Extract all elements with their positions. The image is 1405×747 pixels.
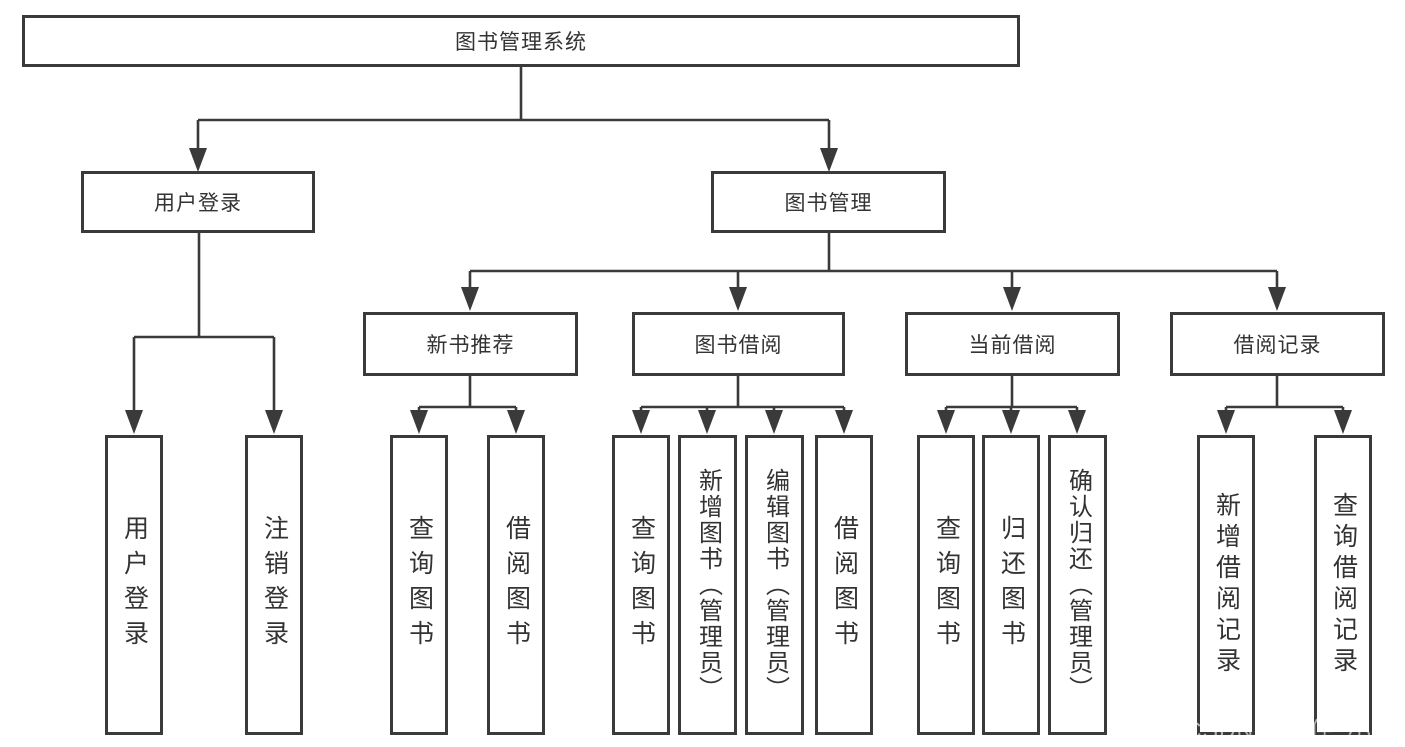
arrow-down-icon <box>1002 410 1020 434</box>
node-label: 图书管理 <box>784 192 873 215</box>
node-label: 借阅图书 <box>502 515 531 655</box>
arrow-down-icon <box>729 287 747 311</box>
arrow-down-icon <box>1268 287 1286 311</box>
leaf-add-books-admin: 新增图书（管理员） <box>678 435 737 735</box>
leaf-query-books-3: 查询图书 <box>917 435 975 735</box>
node-label: 查询图书 <box>932 515 961 655</box>
node-label: 查询图书 <box>627 515 656 655</box>
node-label: 注销登录 <box>260 515 289 655</box>
leaf-query-borrow-record: 查询借阅记录 <box>1314 435 1372 735</box>
node-label: 新书推荐 <box>426 334 515 357</box>
leaf-edit-books-admin: 编辑图书（管理员） <box>745 435 804 735</box>
node-label: 当前借阅 <box>968 334 1057 357</box>
csdn-watermark: CSDN @软件_小贺同学 <box>1185 717 1405 743</box>
node-user-login: 用户登录 <box>81 171 315 233</box>
arrow-down-icon <box>507 410 525 434</box>
arrowheads <box>125 148 1352 434</box>
arrow-down-icon <box>937 410 955 434</box>
arrow-down-icon <box>461 287 479 311</box>
node-label: 查询图书 <box>405 515 434 655</box>
arrow-down-icon <box>1217 410 1235 434</box>
node-new-book-recommend: 新书推荐 <box>363 312 578 376</box>
node-label: 查询借阅记录 <box>1329 492 1358 678</box>
arrow-down-icon <box>1003 287 1021 311</box>
node-label: 图书管理系统 <box>455 31 587 54</box>
leaf-query-books-1: 查询图书 <box>390 435 448 735</box>
node-label: 新增借阅记录 <box>1212 492 1241 678</box>
node-label: 图书借阅 <box>694 334 783 357</box>
arrow-down-icon <box>125 410 143 434</box>
leaf-borrow-books-1: 借阅图书 <box>487 435 545 735</box>
node-label: 用户登录 <box>154 192 242 215</box>
node-current-borrow: 当前借阅 <box>905 312 1120 376</box>
arrow-down-icon <box>265 410 283 434</box>
arrow-down-icon <box>189 148 207 172</box>
leaf-return-books: 归还图书 <box>982 435 1040 735</box>
node-label: 编辑图书（管理员） <box>761 468 789 702</box>
arrow-down-icon <box>835 410 853 434</box>
leaf-confirm-return-admin: 确认归还（管理员） <box>1048 435 1107 735</box>
node-label: 归还图书 <box>997 515 1026 655</box>
arrow-down-icon <box>410 410 428 434</box>
leaf-query-books-2: 查询图书 <box>612 435 670 735</box>
node-label: 借阅图书 <box>830 515 859 655</box>
node-borrow-records: 借阅记录 <box>1170 312 1385 376</box>
leaf-add-borrow-record: 新增借阅记录 <box>1197 435 1255 735</box>
node-root: 图书管理系统 <box>22 15 1020 67</box>
arrow-down-icon <box>1068 410 1086 434</box>
arrow-down-icon <box>698 410 716 434</box>
node-label: 新增图书（管理员） <box>694 468 722 702</box>
node-label: 借阅记录 <box>1233 334 1322 357</box>
arrow-down-icon <box>765 410 783 434</box>
leaf-user-login: 用户登录 <box>105 435 163 735</box>
arrow-down-icon <box>820 148 838 172</box>
node-label: 用户登录 <box>120 515 149 655</box>
arrow-down-icon <box>1334 410 1352 434</box>
node-book-management: 图书管理 <box>711 171 946 233</box>
leaf-borrow-books-2: 借阅图书 <box>815 435 873 735</box>
node-label: 确认归还（管理员） <box>1064 468 1092 702</box>
arrow-down-icon <box>632 410 650 434</box>
node-book-borrow: 图书借阅 <box>632 312 845 376</box>
leaf-logout: 注销登录 <box>245 435 303 735</box>
